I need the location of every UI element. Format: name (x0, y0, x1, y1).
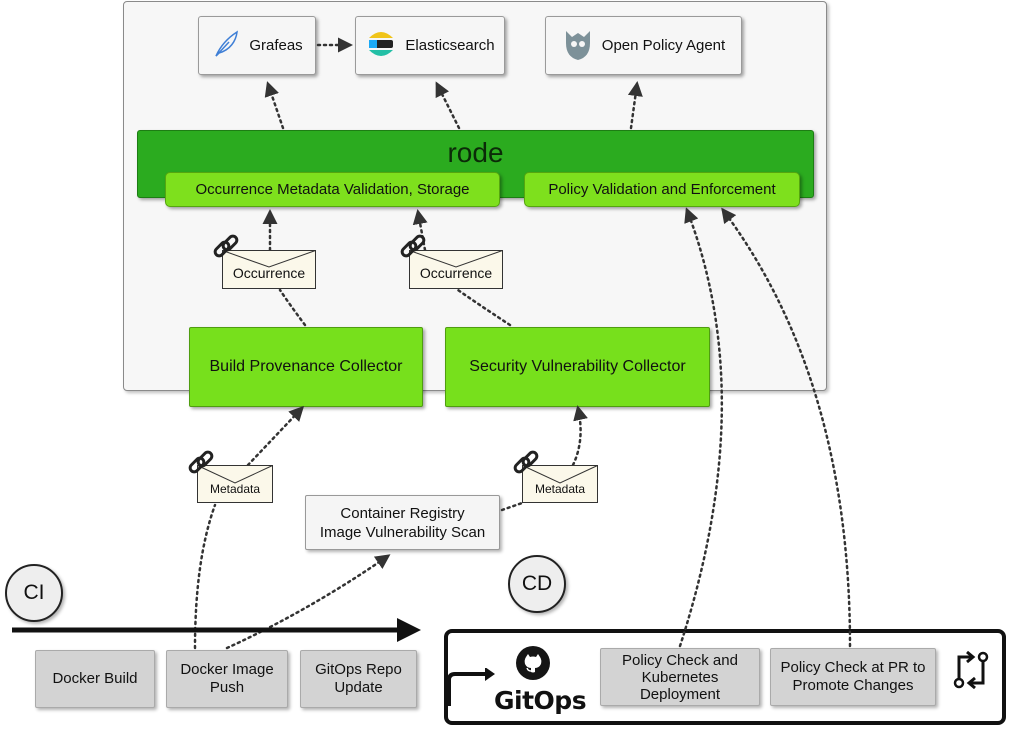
envelope-icon (522, 465, 598, 503)
elasticsearch-icon (365, 28, 397, 64)
link-icon (211, 233, 241, 268)
occurrence-envelope-1: Occurrence (222, 250, 316, 289)
envelope-icon (197, 465, 273, 503)
docker-push-to-metadata-arrow (193, 503, 217, 650)
metadata-envelope-1: Metadata (197, 465, 273, 503)
occurrence-label-1: Occurrence (232, 265, 306, 281)
pull-request-icon (951, 650, 991, 694)
metadata-label-1: Metadata (209, 482, 261, 496)
occurrence-validation-box: Occurrence Metadata Validation, Storage (165, 172, 500, 207)
security-vulnerability-collector: Security Vulnerability Collector (445, 327, 710, 407)
scan-to-metadata-arrow (500, 501, 524, 512)
feather-icon (211, 29, 241, 63)
docker-push-line-1: Docker Image (180, 661, 274, 678)
link-icon (398, 233, 428, 268)
policy-validation-box: Policy Validation and Enforcement (524, 172, 800, 207)
docker-build-box: Docker Build (35, 650, 155, 708)
metadata-envelope-2: Metadata (522, 465, 598, 503)
cd-stage-label: CD (521, 572, 553, 595)
pr-line-2: Promote Changes (792, 677, 914, 694)
metadata-2-to-security-collector-arrow (571, 405, 588, 467)
scan-line-1: Container Registry (340, 504, 465, 522)
pr-policy-check-box: Policy Check at PR to Promote Changes (770, 648, 936, 706)
gitops-label: GitOps (494, 686, 587, 715)
k8s-line-1: Policy Check and (622, 651, 738, 669)
link-icon (186, 449, 216, 484)
security-vulnerability-label: Security Vulnerability Collector (469, 358, 686, 375)
gitops-update-line-1: GitOps Repo (315, 661, 402, 678)
docker-push-to-scan-arrow (225, 554, 391, 650)
opa-label: Open Policy Agent (601, 37, 726, 54)
scan-line-2: Image Vulnerability Scan (319, 523, 486, 541)
occurrence-envelope-2: Occurrence (409, 250, 503, 289)
k8s-line-2: Kubernetes (641, 668, 719, 686)
docker-push-box: Docker Image Push (166, 650, 288, 708)
rode-title: rode (447, 137, 504, 168)
github-icon (515, 645, 551, 686)
envelope-icon (222, 250, 316, 289)
metadata-1-to-build-collector-arrow (246, 405, 305, 467)
k8s-policy-check-box: Policy Check and Kubernetes Deployment (600, 648, 760, 706)
docker-build-label: Docker Build (52, 670, 138, 687)
build-provenance-collector: Build Provenance Collector (189, 327, 423, 407)
elasticsearch-label: Elasticsearch (405, 37, 495, 54)
ci-stage-label: CI (23, 581, 45, 604)
build-provenance-label: Build Provenance Collector (209, 358, 403, 375)
docker-push-line-2: Push (209, 679, 245, 696)
container-registry-scan-box: Container Registry Image Vulnerability S… (305, 495, 500, 550)
opa-icon (562, 27, 594, 65)
k8s-line-3: Deployment (639, 685, 721, 703)
gitops-update-box: GitOps Repo Update (300, 650, 417, 708)
ci-stage-circle: CI (5, 564, 63, 622)
pr-line-1: Policy Check at PR to (780, 659, 926, 676)
occurrence-validation-label: Occurrence Metadata Validation, Storage (195, 181, 470, 198)
opa-box: Open Policy Agent (545, 16, 742, 75)
grafeas-box: Grafeas (198, 16, 316, 75)
loop-arrow-icon (445, 667, 495, 713)
gitops-update-line-2: Update (334, 679, 383, 696)
occurrence-label-2: Occurrence (419, 265, 493, 281)
policy-validation-label: Policy Validation and Enforcement (548, 181, 776, 198)
elasticsearch-box: Elasticsearch (355, 16, 505, 75)
ci-pipeline-arrow-head (397, 618, 421, 642)
metadata-label-2: Metadata (534, 482, 586, 496)
envelope-icon (409, 250, 503, 289)
cd-stage-circle: CD (508, 555, 566, 613)
grafeas-label: Grafeas (249, 37, 303, 54)
link-icon (511, 449, 541, 484)
